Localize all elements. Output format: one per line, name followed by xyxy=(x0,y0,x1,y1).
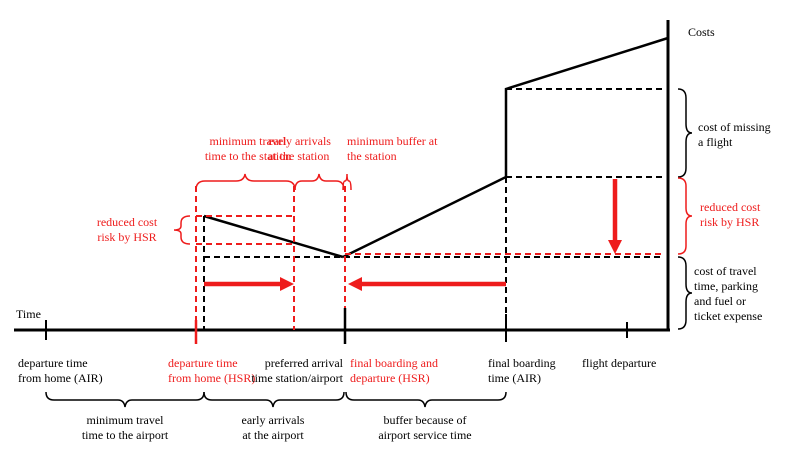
brace-buffer-service xyxy=(345,391,507,408)
brace-reduced-cost-right xyxy=(677,177,693,255)
cost-drop-arrowhead xyxy=(608,240,622,254)
time-axis-label: Time xyxy=(16,307,41,321)
brace-min-travel-station xyxy=(195,173,296,191)
label-flight-departure: flight departure xyxy=(582,356,656,370)
air-cost-curve xyxy=(342,36,669,259)
brace-min-buffer-station xyxy=(342,173,352,191)
brace-min-travel-airport xyxy=(45,391,205,408)
brace-early-arrivals-airport xyxy=(203,391,345,408)
brace-cost-travel xyxy=(677,256,693,330)
cost-axis-label: Costs xyxy=(688,25,715,39)
brace-early-arrivals-station xyxy=(294,173,345,191)
station-shift-arrowhead xyxy=(280,277,294,291)
brace-left-reduced-cost xyxy=(173,215,191,245)
hsr-cost-curve xyxy=(203,214,344,259)
buffer-shift-arrowhead xyxy=(348,277,362,291)
brace-cost-missing-flight xyxy=(677,88,693,178)
